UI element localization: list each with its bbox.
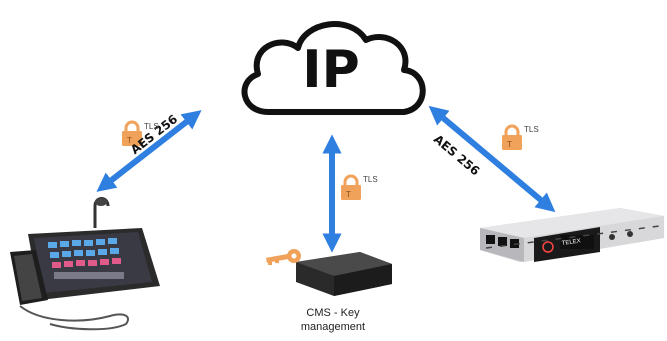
cloud-icon	[241, 21, 426, 115]
cms-caption: CMS - Key management	[268, 306, 398, 334]
console-device-icon	[10, 197, 160, 331]
lock-icon-center: T	[341, 174, 361, 200]
tls-label-left: TLS	[144, 122, 159, 131]
cms-caption-line1: CMS - Key	[306, 307, 360, 319]
key-icon	[265, 249, 301, 265]
rack-brand-text: TELEX	[561, 238, 581, 247]
link-arrow-right	[428, 105, 556, 213]
cms-server-icon	[296, 252, 392, 296]
lock-icon-left: T	[122, 120, 142, 146]
tls-label-right: TLS	[524, 125, 539, 134]
rack-unit-icon: TELEX	[480, 208, 664, 262]
lock-icon-right: T	[502, 124, 522, 150]
svg-text:T: T	[127, 136, 132, 145]
svg-text:T: T	[346, 190, 351, 199]
link-arrow-left	[96, 110, 202, 192]
svg-text:T: T	[507, 140, 512, 149]
tls-label-center: TLS	[363, 175, 378, 184]
cloud-label: IP	[302, 40, 360, 100]
cms-caption-line2: management	[300, 321, 366, 333]
